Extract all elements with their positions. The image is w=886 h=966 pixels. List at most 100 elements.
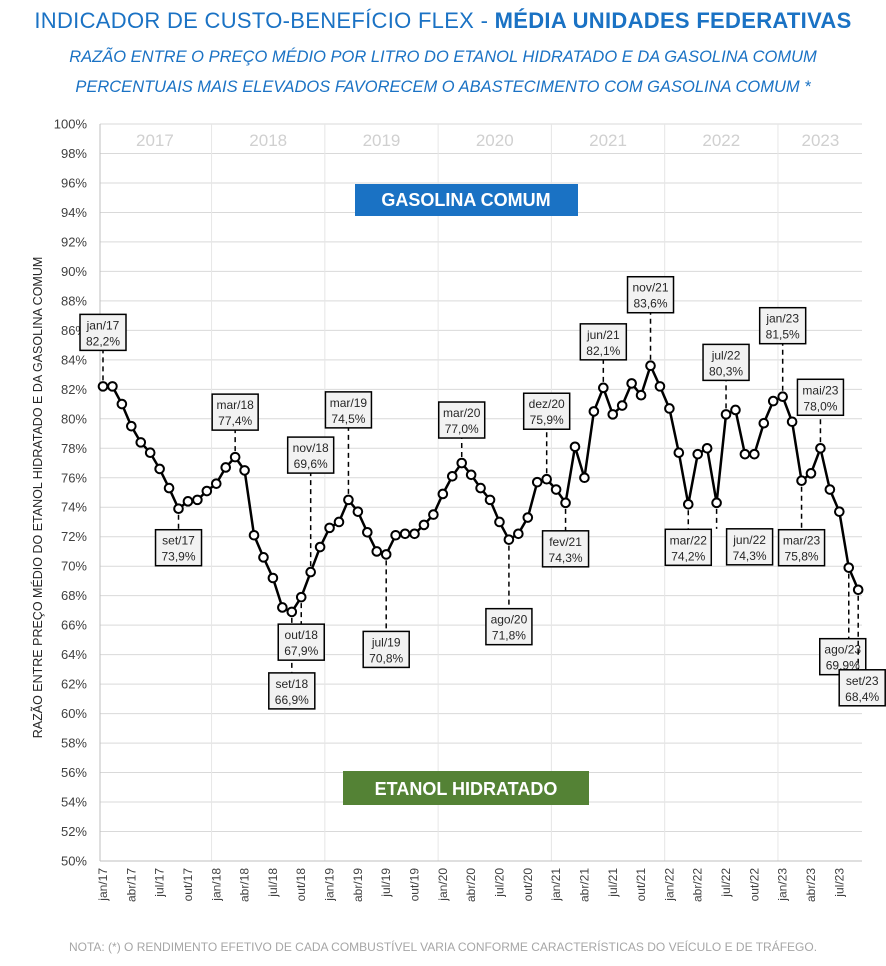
y-tick-label: 62% — [61, 677, 87, 692]
annotation-box — [758, 306, 807, 345]
annotation-month: set/17 — [162, 534, 195, 548]
data-point — [777, 391, 788, 402]
annotation-box — [362, 630, 410, 669]
data-point — [248, 529, 260, 541]
annotation-value: 74,3% — [733, 549, 767, 563]
annotation-value: 81,5% — [766, 328, 800, 342]
data-point — [343, 494, 354, 506]
annotation-month: set/18 — [275, 677, 308, 691]
x-tick-label: jan/18 — [209, 868, 223, 902]
data-point — [437, 488, 449, 500]
data-point — [579, 472, 590, 484]
data-point — [97, 381, 109, 392]
data-point — [664, 403, 675, 414]
data-point — [673, 447, 685, 459]
annotation-month: nov/21 — [633, 281, 669, 295]
x-tick-label: out/20 — [521, 868, 535, 902]
data-point — [229, 451, 241, 463]
data-point — [531, 476, 543, 488]
x-tick-label: jul/23 — [832, 868, 846, 898]
annotation-value: 78,0% — [803, 399, 837, 413]
data-point — [522, 512, 534, 523]
data-point — [720, 409, 732, 420]
y-tick-label: 94% — [61, 205, 87, 220]
data-point — [852, 584, 864, 596]
annotation-box — [277, 623, 325, 661]
data-point — [824, 484, 836, 495]
data-point — [333, 516, 345, 528]
annotation-box — [268, 672, 316, 710]
annotation-box — [579, 323, 628, 361]
data-point — [135, 437, 147, 448]
y-tick-label: 72% — [61, 529, 87, 544]
x-tick-label: out/19 — [408, 868, 422, 902]
data-point — [295, 591, 307, 603]
data-point — [739, 448, 751, 460]
y-tick-label: 100% — [54, 117, 88, 132]
y-tick-label: 66% — [61, 618, 87, 633]
annotation-value: 67,9% — [284, 644, 318, 658]
annotation-month: mai/23 — [802, 383, 838, 397]
data-point — [588, 406, 600, 417]
data-point — [314, 541, 326, 553]
annotation-value: 82,2% — [86, 334, 120, 348]
annotation-value: 80,3% — [709, 364, 743, 378]
x-tick-label: abr/19 — [351, 868, 365, 902]
y-tick-label: 78% — [61, 441, 87, 456]
data-point — [409, 528, 420, 540]
data-point — [513, 528, 524, 540]
annotation-month: mar/18 — [216, 398, 254, 412]
annotation-box — [702, 343, 750, 382]
data-point — [796, 475, 807, 487]
annotation-value: 83,6% — [634, 297, 668, 311]
data-point — [418, 519, 430, 531]
annotation-month: jun/22 — [732, 533, 766, 547]
gasolina-zone-label: GASOLINA COMUM — [381, 190, 550, 210]
y-tick-label: 52% — [61, 824, 87, 839]
data-point — [692, 448, 704, 460]
y-tick-label: 74% — [61, 500, 87, 515]
x-tick-label: out/17 — [181, 868, 195, 902]
etanol-zone-label: ETANOL HIDRATADO — [375, 779, 558, 799]
data-point — [654, 381, 666, 392]
subtitle-1: RAZÃO ENTRE O PREÇO MÉDIO POR LITRO DO E… — [69, 48, 817, 66]
chart-title: INDICADOR DE CUSTO-BENEFÍCIO FLEX - MÉDI… — [0, 8, 886, 34]
annotation-value: 69,6% — [294, 457, 328, 471]
annotation-month: mar/23 — [783, 534, 821, 548]
x-tick-label: jul/22 — [719, 868, 733, 898]
y-tick-label: 56% — [61, 765, 87, 780]
data-point — [107, 381, 118, 392]
data-point — [173, 503, 184, 515]
data-point — [362, 526, 373, 538]
x-tick-label: jul/21 — [606, 868, 620, 898]
year-label: 2018 — [249, 131, 287, 150]
annotation-month: out/18 — [285, 628, 319, 642]
x-tick-label: out/22 — [747, 868, 761, 902]
annotation-month: jul/22 — [711, 348, 741, 362]
data-point — [541, 473, 552, 485]
data-point — [805, 468, 817, 479]
data-point — [286, 606, 298, 618]
data-point — [144, 447, 156, 459]
data-point — [503, 534, 515, 545]
data-point — [730, 404, 741, 416]
data-point — [380, 549, 392, 560]
annotation-value: 77,0% — [445, 422, 479, 436]
title-part1: INDICADOR DE CUSTO-BENEFÍCIO FLEX - — [34, 8, 495, 33]
x-tick-label: abr/21 — [577, 868, 591, 902]
y-tick-label: 68% — [61, 588, 87, 603]
y-tick-label: 54% — [61, 795, 87, 810]
data-point — [126, 420, 137, 432]
annotation-month: jun/21 — [586, 328, 620, 342]
x-tick-label: jul/19 — [379, 868, 393, 898]
year-label: 2022 — [702, 131, 740, 150]
x-tick-label: abr/22 — [691, 868, 705, 902]
data-point — [258, 552, 269, 563]
data-point — [324, 522, 335, 534]
annotation-box — [664, 528, 713, 567]
annotation-value: 82,1% — [586, 344, 620, 358]
annotation-box — [796, 378, 845, 417]
x-tick-label: abr/23 — [804, 868, 818, 902]
year-label: 2021 — [589, 131, 627, 150]
x-tick-label: out/18 — [294, 868, 308, 902]
